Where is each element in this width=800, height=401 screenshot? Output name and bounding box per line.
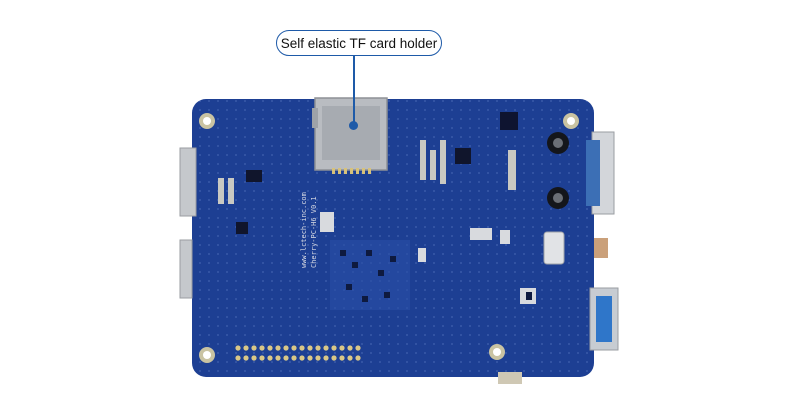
callout-label: Self elastic TF card holder — [276, 30, 442, 56]
silkscreen-line-1: www.lctech-inc.com — [300, 192, 308, 268]
component-columns — [218, 112, 518, 234]
callout-leader-line — [353, 56, 355, 126]
silkscreen-line-2: Cherry-PC-H6 V0.1 — [310, 196, 318, 268]
mounting-holes — [199, 113, 579, 363]
gpio-header — [235, 345, 361, 361]
tf-card-holder — [312, 97, 388, 174]
callout-pointer-dot — [349, 121, 358, 130]
hdmi-connector — [179, 147, 197, 217]
right-ports — [543, 131, 619, 351]
silkscreen-text: www.lctech-inc.com Cherry-PC-H6 V0.1 — [300, 192, 318, 268]
soc-component-cluster — [320, 212, 536, 310]
